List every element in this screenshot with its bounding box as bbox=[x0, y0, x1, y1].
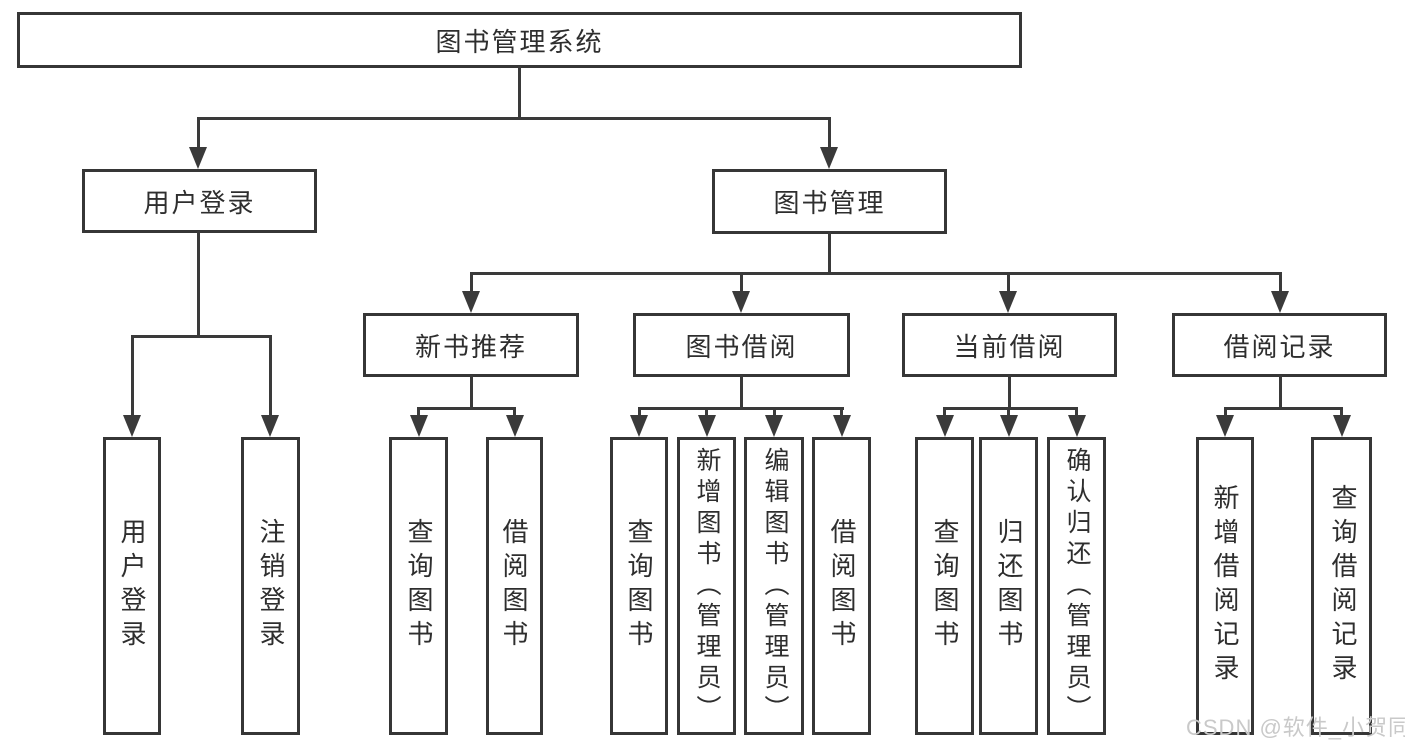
edge-g0-branch bbox=[417, 407, 516, 410]
arrowhead-icon bbox=[189, 147, 207, 169]
edge-to-current-borrow bbox=[1007, 272, 1010, 293]
edge-g0-c1 bbox=[513, 407, 516, 417]
node-query-books-borrow: 查询图书 bbox=[610, 437, 668, 735]
edge-g2-c0 bbox=[943, 407, 946, 417]
edge-book-mgmt-stem bbox=[828, 232, 831, 275]
edge-g2-stem bbox=[1008, 375, 1011, 409]
edge-g1-c1 bbox=[705, 407, 708, 417]
node-add-borrow-record: 新增借阅记录 bbox=[1196, 437, 1254, 735]
node-add-books-admin: 新增图书（管理员） bbox=[677, 437, 736, 735]
edge-g0-stem bbox=[470, 375, 473, 409]
node-book-borrow: 图书借阅 bbox=[633, 313, 850, 377]
edge-to-book-borrow bbox=[740, 272, 743, 293]
arrowhead-icon bbox=[123, 415, 141, 437]
edge-g1-c3 bbox=[840, 407, 843, 417]
edge-book-mgmt-branch bbox=[470, 272, 1282, 275]
edge-g1-c0 bbox=[638, 407, 641, 417]
edge-root-stem bbox=[518, 66, 521, 119]
edge-to-borrow-record bbox=[1279, 272, 1282, 293]
node-book-mgmt: 图书管理 bbox=[712, 169, 947, 234]
edge-g2-c1 bbox=[1007, 407, 1010, 417]
node-query-borrow-record: 查询借阅记录 bbox=[1311, 437, 1372, 735]
node-user-login: 用户登录 bbox=[82, 169, 317, 233]
arrowhead-icon bbox=[630, 415, 648, 437]
csdn-watermark: CSDN @软件_小贺同学 bbox=[1186, 715, 1405, 740]
edge-g2-branch bbox=[943, 407, 1078, 410]
arrowhead-icon bbox=[1271, 291, 1289, 313]
node-borrow-books: 借阅图书 bbox=[812, 437, 871, 735]
edge-g0-c0 bbox=[417, 407, 420, 417]
edge-root-branch bbox=[197, 117, 831, 120]
edge-to-user-login-leaf bbox=[131, 335, 134, 416]
node-borrow-books-recommend: 借阅图书 bbox=[486, 437, 543, 735]
arrowhead-icon bbox=[1068, 415, 1086, 437]
arrowhead-icon bbox=[506, 415, 524, 437]
edge-g3-stem bbox=[1279, 375, 1282, 409]
node-logout-leaf: 注销登录 bbox=[241, 437, 300, 735]
edge-to-new-book bbox=[470, 272, 473, 293]
arrowhead-icon bbox=[410, 415, 428, 437]
edge-g3-branch bbox=[1224, 407, 1343, 410]
arrowhead-icon bbox=[1000, 415, 1018, 437]
edge-g3-c0 bbox=[1224, 407, 1227, 417]
edge-g1-c2 bbox=[773, 407, 776, 417]
edge-to-logout-leaf bbox=[269, 335, 272, 416]
arrowhead-icon bbox=[1333, 415, 1351, 437]
node-new-book-recommend: 新书推荐 bbox=[363, 313, 579, 377]
arrowhead-icon bbox=[936, 415, 954, 437]
node-library-system: 图书管理系统 bbox=[17, 12, 1022, 68]
edge-to-book-mgmt bbox=[828, 117, 831, 149]
edge-g1-stem bbox=[740, 375, 743, 409]
node-current-borrow: 当前借阅 bbox=[902, 313, 1117, 377]
edge-g3-c1 bbox=[1340, 407, 1343, 417]
node-user-login-leaf: 用户登录 bbox=[103, 437, 161, 735]
node-return-books: 归还图书 bbox=[979, 437, 1038, 735]
arrowhead-icon bbox=[462, 291, 480, 313]
arrowhead-icon bbox=[1216, 415, 1234, 437]
arrowhead-icon bbox=[833, 415, 851, 437]
arrowhead-icon bbox=[999, 291, 1017, 313]
edge-user-login-stem bbox=[197, 231, 200, 337]
node-borrow-record: 借阅记录 bbox=[1172, 313, 1387, 377]
edge-to-user-login bbox=[197, 117, 200, 149]
edge-g1-branch bbox=[638, 407, 844, 410]
arrowhead-icon bbox=[820, 147, 838, 169]
node-edit-books-admin: 编辑图书（管理员） bbox=[744, 437, 804, 735]
edge-g2-c2 bbox=[1075, 407, 1078, 417]
node-confirm-return-admin: 确认归还（管理员） bbox=[1047, 437, 1106, 735]
arrowhead-icon bbox=[261, 415, 279, 437]
arrowhead-icon bbox=[698, 415, 716, 437]
arrowhead-icon bbox=[765, 415, 783, 437]
arrowhead-icon bbox=[732, 291, 750, 313]
edge-user-login-branch bbox=[131, 335, 272, 338]
node-query-books-current: 查询图书 bbox=[915, 437, 974, 735]
node-query-books-recommend: 查询图书 bbox=[389, 437, 448, 735]
